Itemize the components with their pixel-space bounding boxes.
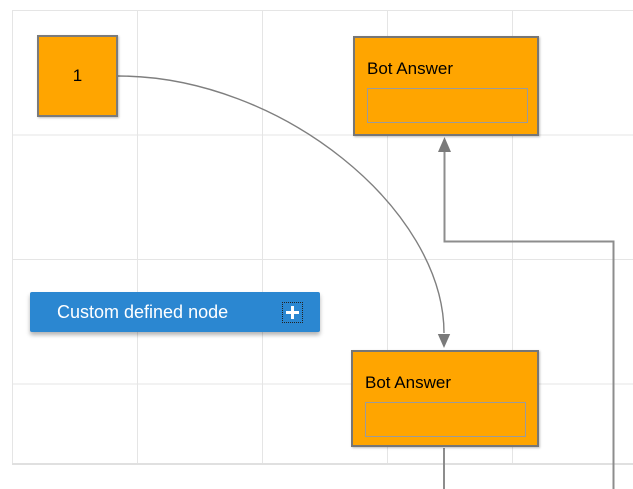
orthogonal-connector-arrowhead-icon (438, 137, 451, 152)
custom-defined-node[interactable]: Custom defined node (30, 292, 320, 332)
bot-answer-title: Bot Answer (367, 59, 453, 78)
bot-answer-node-top[interactable]: Bot Answer (353, 36, 539, 136)
bot-answer-text-field[interactable] (367, 88, 528, 123)
square-node-label: 1 (72, 66, 83, 85)
plus-icon (286, 306, 299, 319)
add-port-button[interactable] (282, 302, 303, 323)
custom-node-label: Custom defined node (57, 301, 229, 322)
bezier-connector-arrowhead-icon (437, 334, 451, 348)
bezier-connector[interactable] (117, 75, 445, 334)
square-node-1[interactable]: 1 (37, 35, 118, 117)
bot-answer-node-bottom[interactable]: Bot Answer (351, 350, 539, 447)
bot-answer-text-field[interactable] (365, 402, 526, 437)
bot-answer-title: Bot Answer (365, 373, 451, 392)
orthogonal-connector[interactable] (443, 152, 615, 489)
